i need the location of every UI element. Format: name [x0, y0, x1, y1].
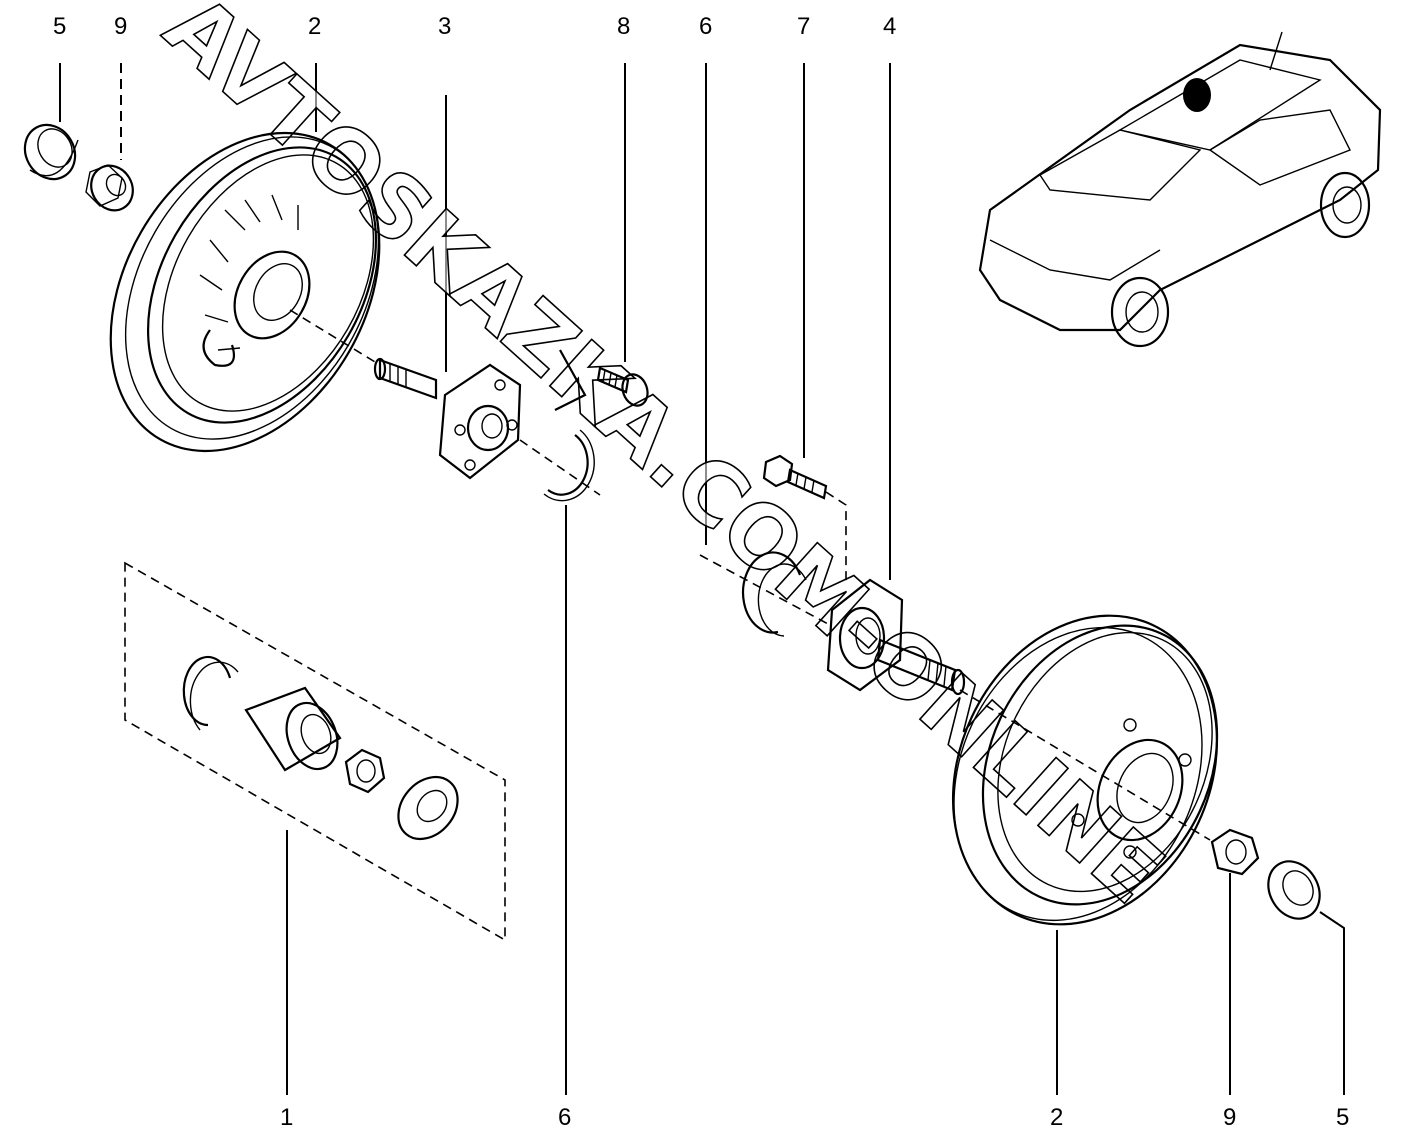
vehicle-illustration — [978, 31, 1382, 348]
callout-9-bottom: 9 — [1223, 1104, 1236, 1131]
dust-cap-part-5-bottom — [1267, 860, 1321, 920]
dust-cap-part-5-top — [23, 123, 79, 181]
callout-5-top: 5 — [53, 13, 66, 40]
callout-8-top: 8 — [617, 13, 630, 40]
callout-2-top: 2 — [308, 13, 321, 40]
stub-axle-part-3 — [373, 357, 522, 480]
leader-lines — [59, 63, 1345, 1095]
callout-3-top: 3 — [438, 13, 451, 40]
callout-5-bottom: 5 — [1336, 1104, 1349, 1131]
callout-4-top: 4 — [883, 13, 896, 40]
callout-9-top: 9 — [114, 13, 127, 40]
retaining-ring-part-6-top — [543, 429, 595, 502]
axis-lines — [289, 309, 831, 626]
hub-nut-part-9-top — [85, 164, 134, 212]
bolt-part-7 — [762, 454, 847, 585]
bearing-kit-part-1 — [124, 561, 506, 942]
callout-6-bottom: 6 — [558, 1104, 571, 1131]
callout-6-top: 6 — [699, 13, 712, 40]
watermark-text: AVTOSKAZKA.COM-ONLINE — [146, 0, 1182, 923]
callout-2-bottom: 2 — [1050, 1104, 1063, 1131]
brake-drum-part-2-bottom — [951, 614, 1219, 926]
brake-drum-part-2-top — [109, 131, 381, 453]
callout-7-top: 7 — [797, 13, 810, 40]
hub-nut-part-9-bottom — [1210, 828, 1260, 876]
callout-1-bottom: 1 — [280, 1104, 293, 1131]
retaining-ring-part-6-middle — [741, 551, 807, 637]
stub-axle-part-4 — [826, 578, 966, 696]
bolt-part-8 — [554, 349, 649, 411]
